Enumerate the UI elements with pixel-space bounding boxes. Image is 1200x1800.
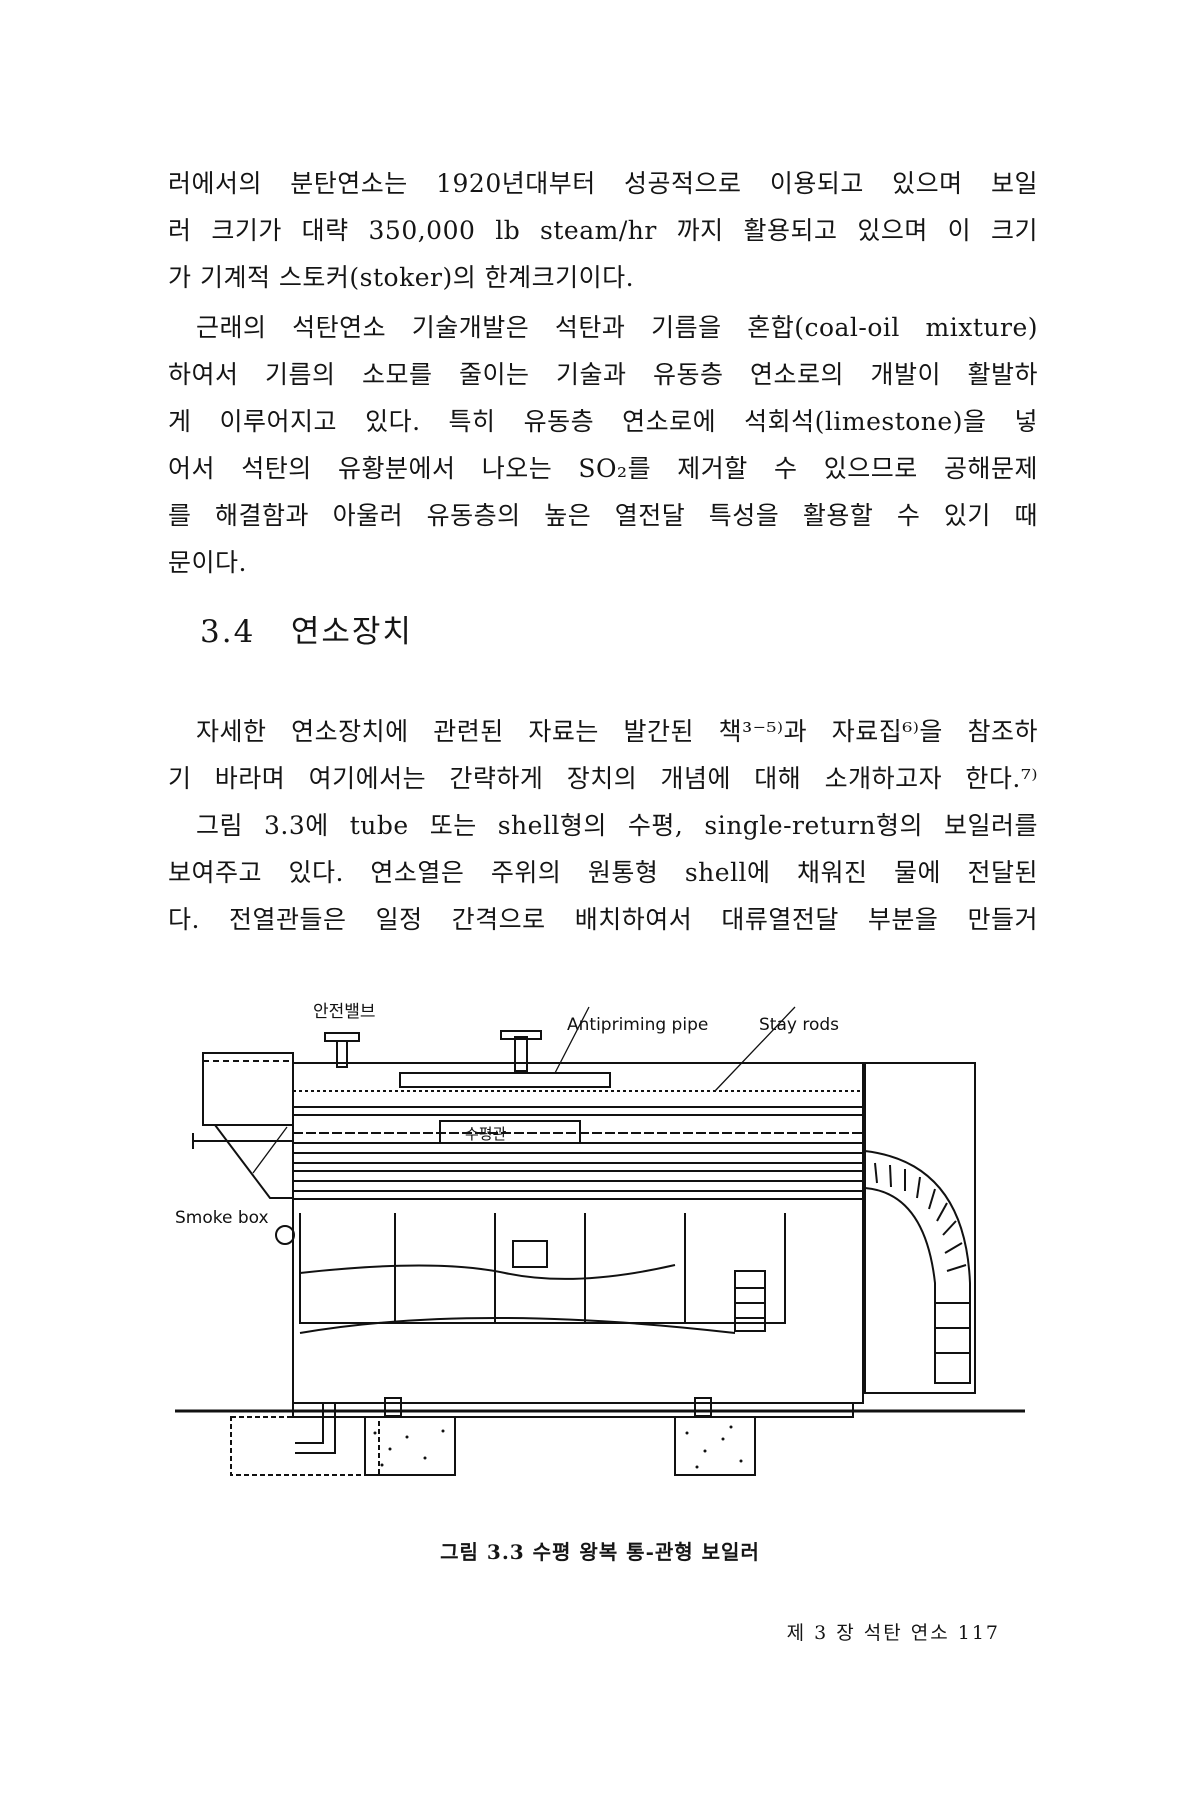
label-water-tube: 수평관: [465, 1125, 507, 1143]
text-line: 를 해결함과 아울러 유동층의 높은 열전달 특성을 활용할 수 있기 때: [168, 501, 1038, 530]
text-line: 어서 석탄의 유황분에서 나오는 SO₂를 제거할 수 있으므로 공해문제: [168, 454, 1038, 483]
label-smoke-box: Smoke box: [175, 1208, 269, 1228]
boiler-figure: 안전밸브 Antipriming pipe Stay rods 수평관 Smok…: [175, 1002, 1025, 1483]
text-line: 근래의 석탄연소 기술개발은 석탄과 기름을 혼합(coal-oil mixtu…: [196, 313, 1038, 342]
text-line: 자세한 연소장치에 관련된 자료는 발간된 책³⁻⁵⁾과 자료집⁶⁾을 참조하: [196, 717, 1038, 746]
section-number: 3.4: [200, 614, 256, 650]
text-line: 러 크기가 대략 350,000 lb steam/hr 까지 활용되고 있으며…: [168, 216, 1038, 245]
text-line: 다. 전열관들은 일정 간격으로 배치하여서 대류열전달 부분을 만들거: [168, 905, 1038, 934]
text-line: 러에서의 분탄연소는 1920년대부터 성공적으로 이용되고 있으며 보일: [168, 169, 1038, 198]
rear-chamber: [864, 1062, 976, 1394]
label-antipriming-pipe: Antipriming pipe: [567, 1015, 709, 1035]
flue-box: [202, 1052, 294, 1126]
text-line: 그림 3.3에 tube 또는 shell형의 수평, single-retur…: [196, 811, 1038, 840]
smoke-box: [212, 1124, 294, 1199]
text-line: 하여서 기름의 소모를 줄이는 기술과 유동층 연소로의 개발이 활발하: [168, 360, 1038, 389]
text-line: 가 기계적 스토커(stoker)의 한계크기이다.: [168, 263, 635, 292]
text-line: 게 이루어지고 있다. 특히 유동층 연소로에 석회석(limestone)을 …: [168, 407, 1038, 436]
section-heading: 3.4 연소장치: [200, 612, 413, 652]
figure-caption: 그림 3.3 수평 왕복 통-관형 보일러: [440, 1540, 760, 1564]
antipriming-pipe-shape: [399, 1072, 611, 1088]
text-line: 보여주고 있다. 연소열은 주위의 원통형 shell에 채워진 물에 전달된: [168, 858, 1038, 887]
text-line: 기 바라며 여기에서는 간략하게 장치의 개념에 대해 소개하고자 한다.⁷⁾: [168, 764, 1038, 793]
label-stay-rods: Stay rods: [759, 1015, 840, 1035]
page-footer: 제 3 장 석탄 연소 117: [786, 1622, 1000, 1644]
label-safety-valve: 안전밸브: [313, 1002, 376, 1022]
brick-arch: [864, 1149, 971, 1384]
section-title: 연소장치: [290, 614, 413, 650]
boiler-diagram: [175, 1006, 1025, 1476]
text-line: 문이다.: [168, 548, 247, 577]
